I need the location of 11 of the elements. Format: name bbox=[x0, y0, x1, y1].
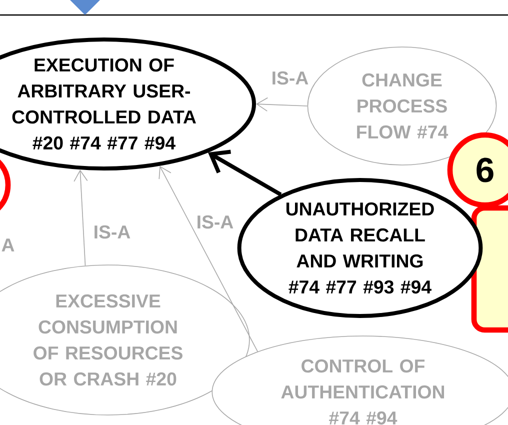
arrow bbox=[158, 166, 258, 352]
node-label: UNAUTHORIZED DATA RECALL AND WRITING #74 #77 #93 #94 bbox=[286, 202, 434, 294]
arrow bbox=[256, 97, 308, 112]
edge-label: IS-A bbox=[198, 215, 234, 229]
node-label: CONTROL OF AUTHENTICATION #74 #94 bbox=[281, 359, 444, 425]
edge-label: IS-A bbox=[272, 71, 308, 85]
arrow bbox=[208, 150, 282, 196]
number-badge: 6 bbox=[447, 132, 508, 208]
ellipse-node: CONTROL OF AUTHENTICATION #74 #94 bbox=[212, 336, 508, 425]
arrow bbox=[74, 170, 88, 266]
edge-label: IS-A bbox=[94, 225, 130, 239]
